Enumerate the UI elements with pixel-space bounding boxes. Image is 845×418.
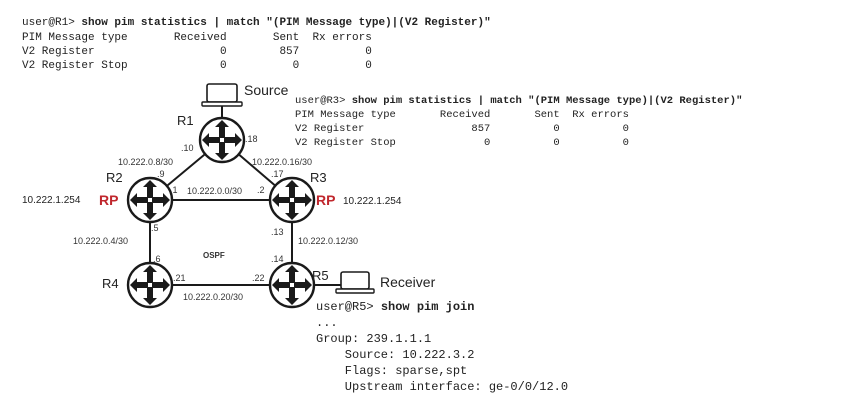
- r1-prompt: user@R1>: [22, 17, 82, 29]
- r3-output-line: V2 Register 857 0 0: [295, 123, 629, 135]
- protocol-label: OSPF: [203, 251, 225, 260]
- r3-output-line: PIM Message type Received Sent Rx errors: [295, 109, 629, 121]
- subnet-r2-r4: 10.222.0.4/30: [73, 236, 129, 246]
- r1-output-line: PIM Message type Received Sent Rx errors: [22, 32, 372, 44]
- r1-output-line: V2 Register Stop 0 0 0: [22, 60, 372, 72]
- iface-r5-14: .14: [271, 254, 284, 264]
- router-r2-icon: [126, 176, 174, 224]
- iface-r2-9: .9: [157, 169, 165, 179]
- r5-command: show pim join: [380, 300, 475, 314]
- subnet-r1-r2: 10.222.0.8/30: [118, 157, 174, 167]
- r5-output-line: ...: [316, 316, 338, 330]
- iface-r3-17: .17: [271, 169, 284, 179]
- r3-output-line: V2 Register Stop 0 0 0: [295, 137, 629, 149]
- rp-label-r2: RP: [99, 192, 119, 208]
- receiver-label: Receiver: [380, 274, 436, 290]
- router-r1-icon: [198, 116, 246, 164]
- iface-r1-10: .10: [181, 143, 194, 153]
- rp-address-r3: 10.222.1.254: [343, 196, 402, 207]
- subnet-r3-r5: 10.222.0.12/30: [298, 236, 359, 246]
- r5-prompt: user@R5>: [316, 300, 381, 314]
- router-r5-label: R5: [312, 268, 329, 283]
- iface-r3-2: .2: [257, 185, 265, 195]
- r5-output-line: Group: 239.1.1.1: [316, 332, 432, 346]
- iface-r2-5: .5: [151, 223, 159, 233]
- router-r3-icon: [268, 176, 316, 224]
- subnet-r1-r3: 10.222.0.16/30: [252, 157, 313, 167]
- rp-label-r3: RP: [316, 192, 336, 208]
- iface-r4-6: .6: [153, 254, 161, 264]
- source-label: Source: [244, 82, 289, 98]
- router-r2-label: R2: [106, 170, 123, 185]
- r5-cli-command: user@R5> show pim join: [316, 300, 474, 314]
- router-r4-label: R4: [102, 276, 119, 291]
- r5-output-line: Source: 10.222.3.2: [316, 348, 475, 362]
- router-r3-label: R3: [310, 170, 327, 185]
- r3-command: show pim statistics | match "(PIM Messag…: [351, 95, 743, 107]
- rp-address-r2: 10.222.1.254: [22, 195, 81, 206]
- source-laptop-icon: [201, 83, 243, 107]
- r5-output-line: Upstream interface: ge-0/0/12.0: [316, 380, 569, 394]
- r1-command: show pim statistics | match "(PIM Messag…: [81, 17, 491, 29]
- iface-r2-1: .1: [170, 185, 178, 195]
- r3-cli-command: user@R3> show pim statistics | match "(P…: [295, 95, 742, 107]
- router-r4-icon: [126, 261, 174, 309]
- router-r5-icon: [268, 261, 316, 309]
- receiver-laptop-icon: [335, 271, 375, 294]
- subnet-r2-r3: 10.222.0.0/30: [187, 186, 243, 196]
- r1-cli-command: user@R1> show pim statistics | match "(P…: [22, 17, 491, 29]
- r1-output-line: V2 Register 0 857 0: [22, 46, 372, 58]
- r5-output-line: Flags: sparse,spt: [316, 364, 468, 378]
- router-r1-label: R1: [177, 113, 194, 128]
- subnet-r4-r5: 10.222.0.20/30: [183, 292, 244, 302]
- iface-r1-18: .18: [245, 134, 258, 144]
- iface-r5-22: .22: [252, 273, 265, 283]
- r3-prompt: user@R3>: [295, 95, 352, 107]
- iface-r3-13: .13: [271, 227, 284, 237]
- iface-r4-21: .21: [173, 273, 186, 283]
